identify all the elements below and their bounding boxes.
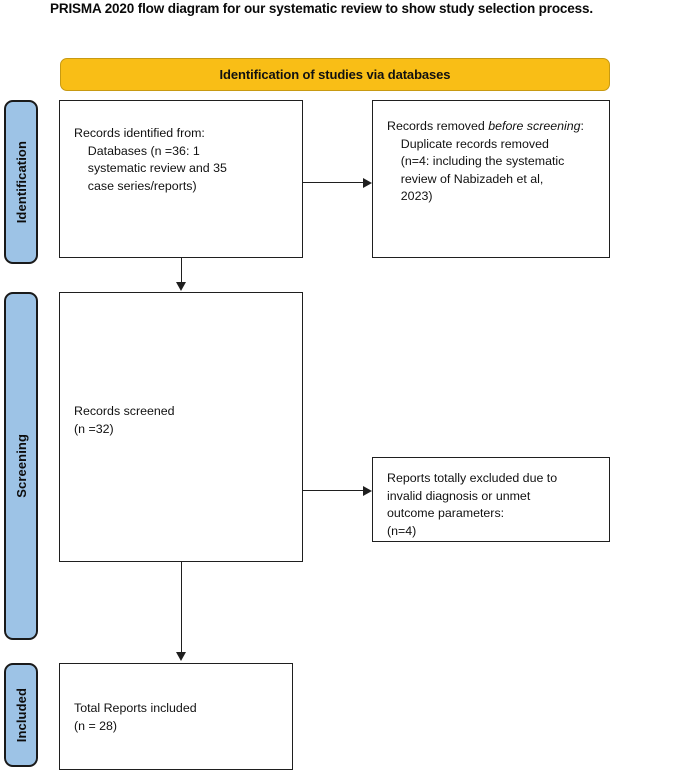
stage-label-screening-text: Screening [13,434,29,498]
arrow-head-down-icon [176,282,187,291]
stage-label-screening: Screening [4,292,38,640]
arrow-head-right-icon [363,485,372,496]
connector-screened-to-excluded [303,490,364,491]
records-identified-text: Records identified from: Databases (n =3… [74,126,227,193]
connector-identified-to-removed [303,182,364,183]
records-removed-text: Records removed before screening: Duplic… [387,118,601,206]
reports-excluded-text: Reports totally excluded due to invalid … [387,471,558,538]
records-removed-text-part1: Records removed [387,119,489,133]
records-identified-box: Records identified from: Databases (n =3… [59,100,303,258]
connector-identified-to-screened [181,258,182,283]
records-removed-text-part2: : Duplicate records removed (n=4: includ… [400,119,584,204]
stage-label-included-text: Included [13,687,29,743]
stage-label-identification-text: Identification [13,140,29,224]
stage-label-included: Included [4,663,38,767]
phase-header-identification: Identification of studies via databases [60,58,610,91]
records-screened-box: Records screened (n =32) [59,292,303,562]
total-reports-included-text: Total Reports included (n = 28) [74,701,197,733]
phase-header-label: Identification of studies via databases [219,67,451,82]
records-screened-text: Records screened (n =32) [74,404,175,436]
stage-label-identification: Identification [4,100,38,264]
arrow-head-down-icon [176,652,187,661]
connector-screened-to-included [181,562,182,653]
total-reports-included-box: Total Reports included (n = 28) [59,663,293,770]
records-removed-box: Records removed before screening: Duplic… [372,100,610,258]
arrow-head-right-icon [363,177,372,188]
records-removed-text-italic: before screening [488,119,581,133]
page-title: PRISMA 2020 flow diagram for our systema… [50,1,593,16]
reports-excluded-box: Reports totally excluded due to invalid … [372,457,610,542]
